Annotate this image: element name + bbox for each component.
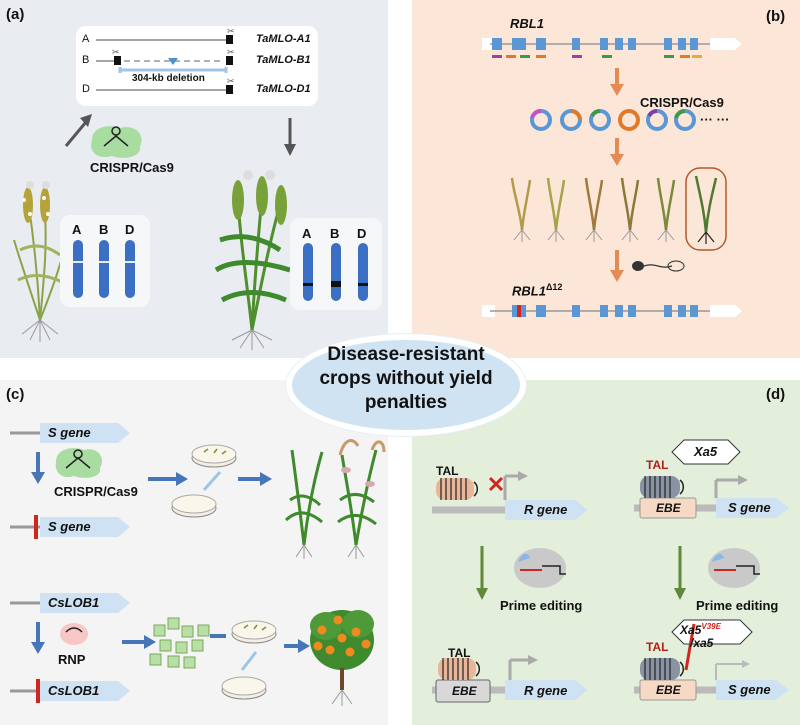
tal-label-top-left: TAL xyxy=(436,464,459,478)
center-title-line1: Disease-resistant xyxy=(327,344,485,365)
cslob1-edited-label: CsLOB1 xyxy=(48,683,100,698)
ebe-label-bottom-left: EBE xyxy=(452,684,477,698)
s-gene-label-bottom: S gene xyxy=(728,682,771,697)
ebe-label-bottom-right: EBE xyxy=(656,683,681,697)
s-gene-label: S gene xyxy=(48,425,91,440)
deletion-label: 304-kb deletion xyxy=(132,73,205,84)
r-gene-label-bottom: R gene xyxy=(524,683,568,698)
xa5-label: Xa5 xyxy=(694,444,718,459)
panel-a-tool: CRISPR/Cas9 xyxy=(90,160,174,175)
rbl1-gene-label: RBL1 xyxy=(510,16,544,31)
tal-label-bottom-right: TAL xyxy=(646,640,669,654)
rbl1-edited-sup: Δ12 xyxy=(545,282,563,292)
chrom-wt-a: A xyxy=(72,222,82,237)
panel-c-label: (c) xyxy=(6,386,25,403)
chrom-wt-d: D xyxy=(125,222,135,237)
rbl1-edited-label: RBL1Δ12 xyxy=(512,282,562,298)
xa5-edited-sup: V39E xyxy=(701,622,721,631)
center-title-ellipse xyxy=(286,334,526,436)
svg-text:✂: ✂ xyxy=(227,47,235,57)
xa5-lower-label: /xa5 xyxy=(690,636,714,650)
panel-b-ellipsis: ··· ··· xyxy=(700,112,730,127)
xa5-edited-label: Xa5V39E xyxy=(680,622,721,637)
xa5-edited-name: Xa5 xyxy=(680,623,702,637)
s-gene-label-top: S gene xyxy=(728,500,771,515)
panel-c-tool: CRISPR/Cas9 xyxy=(54,484,138,499)
row-b-gene: TaMLO-B1 xyxy=(256,54,311,66)
chrom-wt-b: B xyxy=(99,222,109,237)
svg-text:✂: ✂ xyxy=(227,76,235,86)
r-gene-label-top: R gene xyxy=(524,502,568,517)
svg-text:✂: ✂ xyxy=(227,26,235,36)
row-a-gene: TaMLO-A1 xyxy=(256,33,311,45)
rnp-label: RNP xyxy=(58,652,86,667)
s-gene-edited-label: S gene xyxy=(48,519,91,534)
center-title: Disease-resistant crops without yield pe… xyxy=(286,343,526,415)
ebe-label-top: EBE xyxy=(656,501,681,515)
row-d-letter: D xyxy=(82,83,90,95)
chrom-ed-d: D xyxy=(357,226,367,241)
panel-b-label: (b) xyxy=(766,8,786,25)
panel-b xyxy=(412,0,800,358)
center-title-line3: penalties xyxy=(364,392,448,413)
row-a-letter: A xyxy=(82,33,90,45)
rbl1-edited-name: RBL1 xyxy=(512,283,546,299)
tal-label-bottom-left: TAL xyxy=(448,646,471,660)
center-title-line2: crops without yield xyxy=(319,368,493,389)
svg-text:✂: ✂ xyxy=(112,47,120,57)
panel-a-label: (a) xyxy=(6,6,25,23)
row-d-gene: TaMLO-D1 xyxy=(256,83,311,95)
panel-b-tool: CRISPR/Cas9 xyxy=(640,95,724,110)
prime-editing-right: Prime editing xyxy=(696,598,779,613)
row-b-letter: B xyxy=(82,54,90,66)
chrom-ed-a: A xyxy=(302,226,312,241)
chrom-ed-b: B xyxy=(330,226,340,241)
tal-label-top-right: TAL xyxy=(646,458,669,472)
panel-d-label: (d) xyxy=(766,386,786,403)
prime-editing-left: Prime editing xyxy=(500,598,583,613)
cslob1-label: CsLOB1 xyxy=(48,595,100,610)
